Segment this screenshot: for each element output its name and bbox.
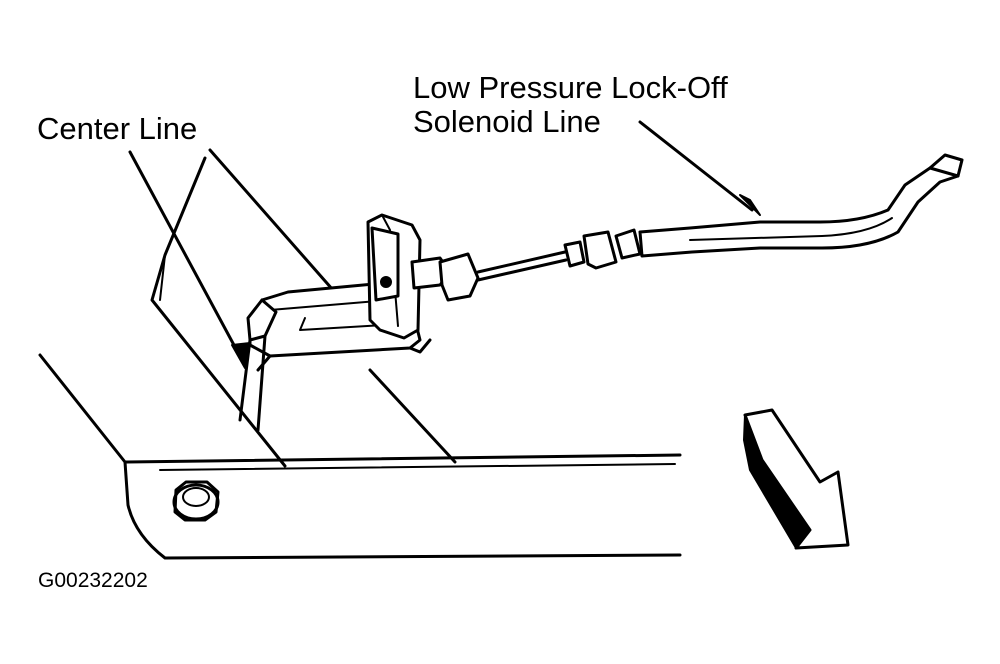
direction-arrow-icon	[743, 408, 850, 550]
solenoid-line	[410, 153, 964, 302]
figure-id: G00232202	[38, 569, 148, 592]
frame-rail	[38, 353, 682, 560]
bolt-head-icon	[172, 480, 220, 522]
solenoid-line-label-line2: Solenoid Line	[413, 104, 601, 139]
solenoid-bracket	[238, 213, 432, 432]
center-line-label: Center Line	[37, 111, 198, 146]
mounting-plate	[150, 148, 457, 468]
solenoid-line-label-line1: Low Pressure Lock-Off	[413, 70, 728, 105]
pointer-lines	[128, 120, 761, 369]
